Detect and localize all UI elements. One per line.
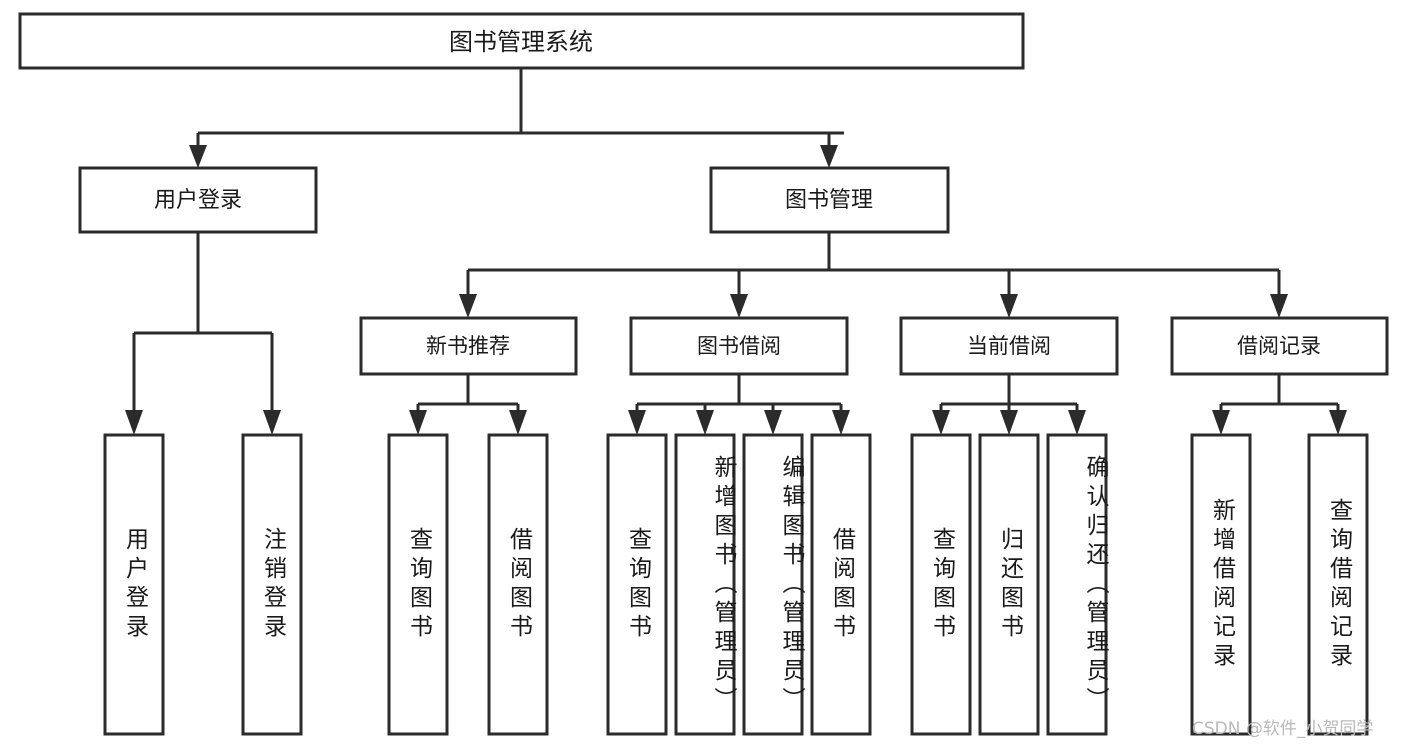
arrow-leaf (1212, 410, 1230, 435)
leaf-box-query-record[interactable] (1307, 433, 1369, 736)
node-new-book-recommend[interactable]: 新书推荐 (359, 316, 578, 376)
arrow-to-new-book (459, 294, 477, 318)
new-book-recommend-box[interactable] (359, 316, 578, 376)
node-user-login[interactable]: 用户登录 (78, 166, 318, 234)
connector-current-borrow-to-leaves (932, 374, 1086, 435)
arrow-leaf (263, 410, 281, 435)
node-current-borrow[interactable]: 当前借阅 (899, 316, 1119, 376)
csdn-watermark: CSDN @软件_小贺同学 (1192, 719, 1374, 739)
arrow-leaf (1068, 410, 1086, 435)
arrow-leaf (1000, 410, 1018, 435)
leaf-box-edit-book[interactable] (742, 433, 804, 736)
current-borrow-label: 当前借阅 (967, 334, 1051, 358)
node-book-borrow[interactable]: 图书借阅 (629, 316, 849, 376)
new-book-recommend-label: 新书推荐 (426, 334, 510, 358)
book-borrow-box[interactable] (629, 316, 849, 376)
arrow-to-book-manage (820, 145, 838, 168)
root-label: 图书管理系统 (449, 28, 593, 56)
connector-book-manage-to-level3 (459, 232, 1288, 318)
arrow-to-book-borrow (730, 294, 748, 318)
node-root[interactable]: 图书管理系统 (18, 12, 1025, 70)
leaf-box-confirm-return[interactable] (1046, 433, 1108, 736)
leaf-box-logout[interactable] (241, 433, 303, 736)
node-borrow-record[interactable]: 借阅记录 (1170, 316, 1389, 376)
arrow-to-user-login (189, 145, 207, 168)
user-login-box[interactable] (78, 166, 318, 234)
book-manage-box[interactable] (709, 166, 950, 234)
leaf-box-add-book[interactable] (674, 433, 736, 736)
borrow-record-label: 借阅记录 (1237, 334, 1321, 358)
arrow-leaf (125, 410, 143, 435)
connector-root-to-level2 (189, 68, 844, 168)
connector-user-login-to-leaves (125, 232, 281, 435)
leaf-box-query-book-3[interactable] (910, 433, 972, 736)
leaf-box-add-record[interactable] (1190, 433, 1252, 736)
connector-book-borrow-to-leaves (628, 374, 850, 435)
book-borrow-label: 图书借阅 (697, 334, 781, 358)
arrow-leaf (1329, 410, 1347, 435)
arrow-leaf (628, 410, 646, 435)
leaf-box-borrow-book-2[interactable] (810, 433, 872, 736)
leaf-box-return-book[interactable] (978, 433, 1040, 736)
connector-new-book-to-leaves (409, 374, 527, 435)
arrow-leaf (696, 410, 714, 435)
user-login-label: 用户登录 (154, 188, 242, 213)
borrow-record-box[interactable] (1170, 316, 1389, 376)
arrow-leaf (932, 410, 950, 435)
arrow-to-borrow-record (1270, 294, 1288, 318)
arrow-to-current-borrow (1000, 294, 1018, 318)
root-box[interactable] (18, 12, 1025, 70)
node-book-manage[interactable]: 图书管理 (709, 166, 950, 234)
arrow-leaf (509, 410, 527, 435)
arrow-leaf (832, 410, 850, 435)
leaf-box-user-login[interactable] (103, 433, 165, 736)
leaf-box-query-book-2[interactable] (606, 433, 668, 736)
current-borrow-box[interactable] (899, 316, 1119, 376)
arrow-leaf (409, 410, 427, 435)
leaf-box-borrow-book-1[interactable] (487, 433, 549, 736)
connector-borrow-record-to-leaves (1212, 374, 1347, 435)
arrow-leaf (764, 410, 782, 435)
book-manage-label: 图书管理 (785, 188, 873, 213)
leaf-box-query-book-1[interactable] (387, 433, 449, 736)
